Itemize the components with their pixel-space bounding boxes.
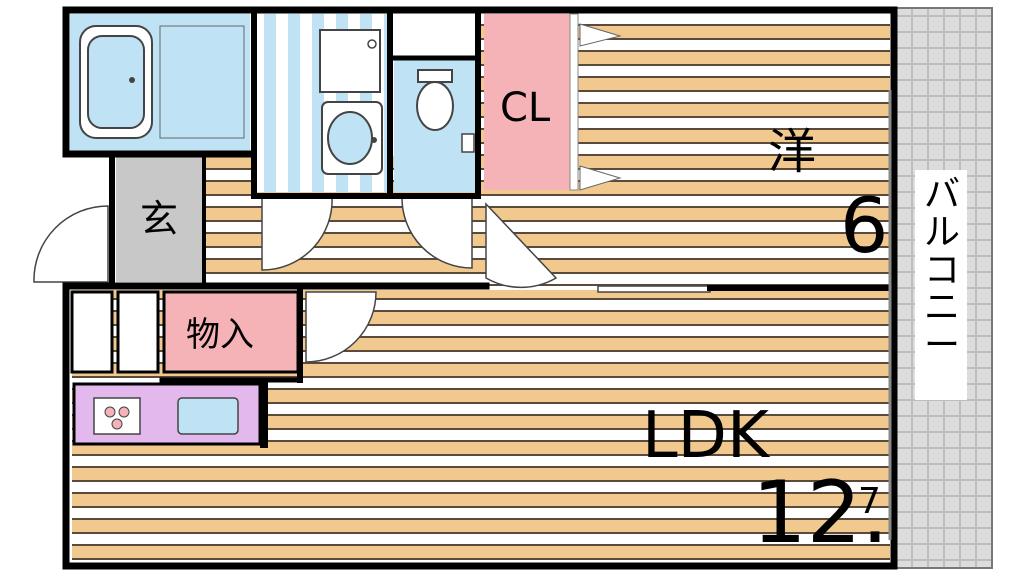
- washroom: [256, 14, 388, 192]
- western-room-label: 洋: [768, 124, 817, 180]
- closet-label: CL: [500, 85, 551, 131]
- storage-label: 物入: [186, 315, 254, 355]
- balcony-label: バルコニー: [923, 174, 960, 367]
- walls: [62, 6, 898, 570]
- closet: [484, 13, 622, 191]
- entrance-label: 玄: [140, 197, 179, 241]
- toilet-bowl-icon: [416, 81, 454, 131]
- entrance: [33, 156, 204, 283]
- washing-machine-icon: [319, 29, 381, 93]
- kitchen: [72, 382, 262, 446]
- bathroom: [70, 14, 250, 152]
- sink-icon: [177, 397, 239, 435]
- doors: [261, 195, 711, 363]
- western-room-size: 6: [840, 181, 889, 270]
- toilet: [394, 14, 476, 192]
- toilet-tank-icon: [417, 69, 453, 83]
- balcony: [895, 7, 993, 569]
- ldk-label: LDK: [642, 399, 769, 473]
- ldk-size-fraction: 7: [858, 481, 881, 522]
- ldk-size: 12.: [752, 463, 889, 563]
- storage-area: [70, 290, 300, 374]
